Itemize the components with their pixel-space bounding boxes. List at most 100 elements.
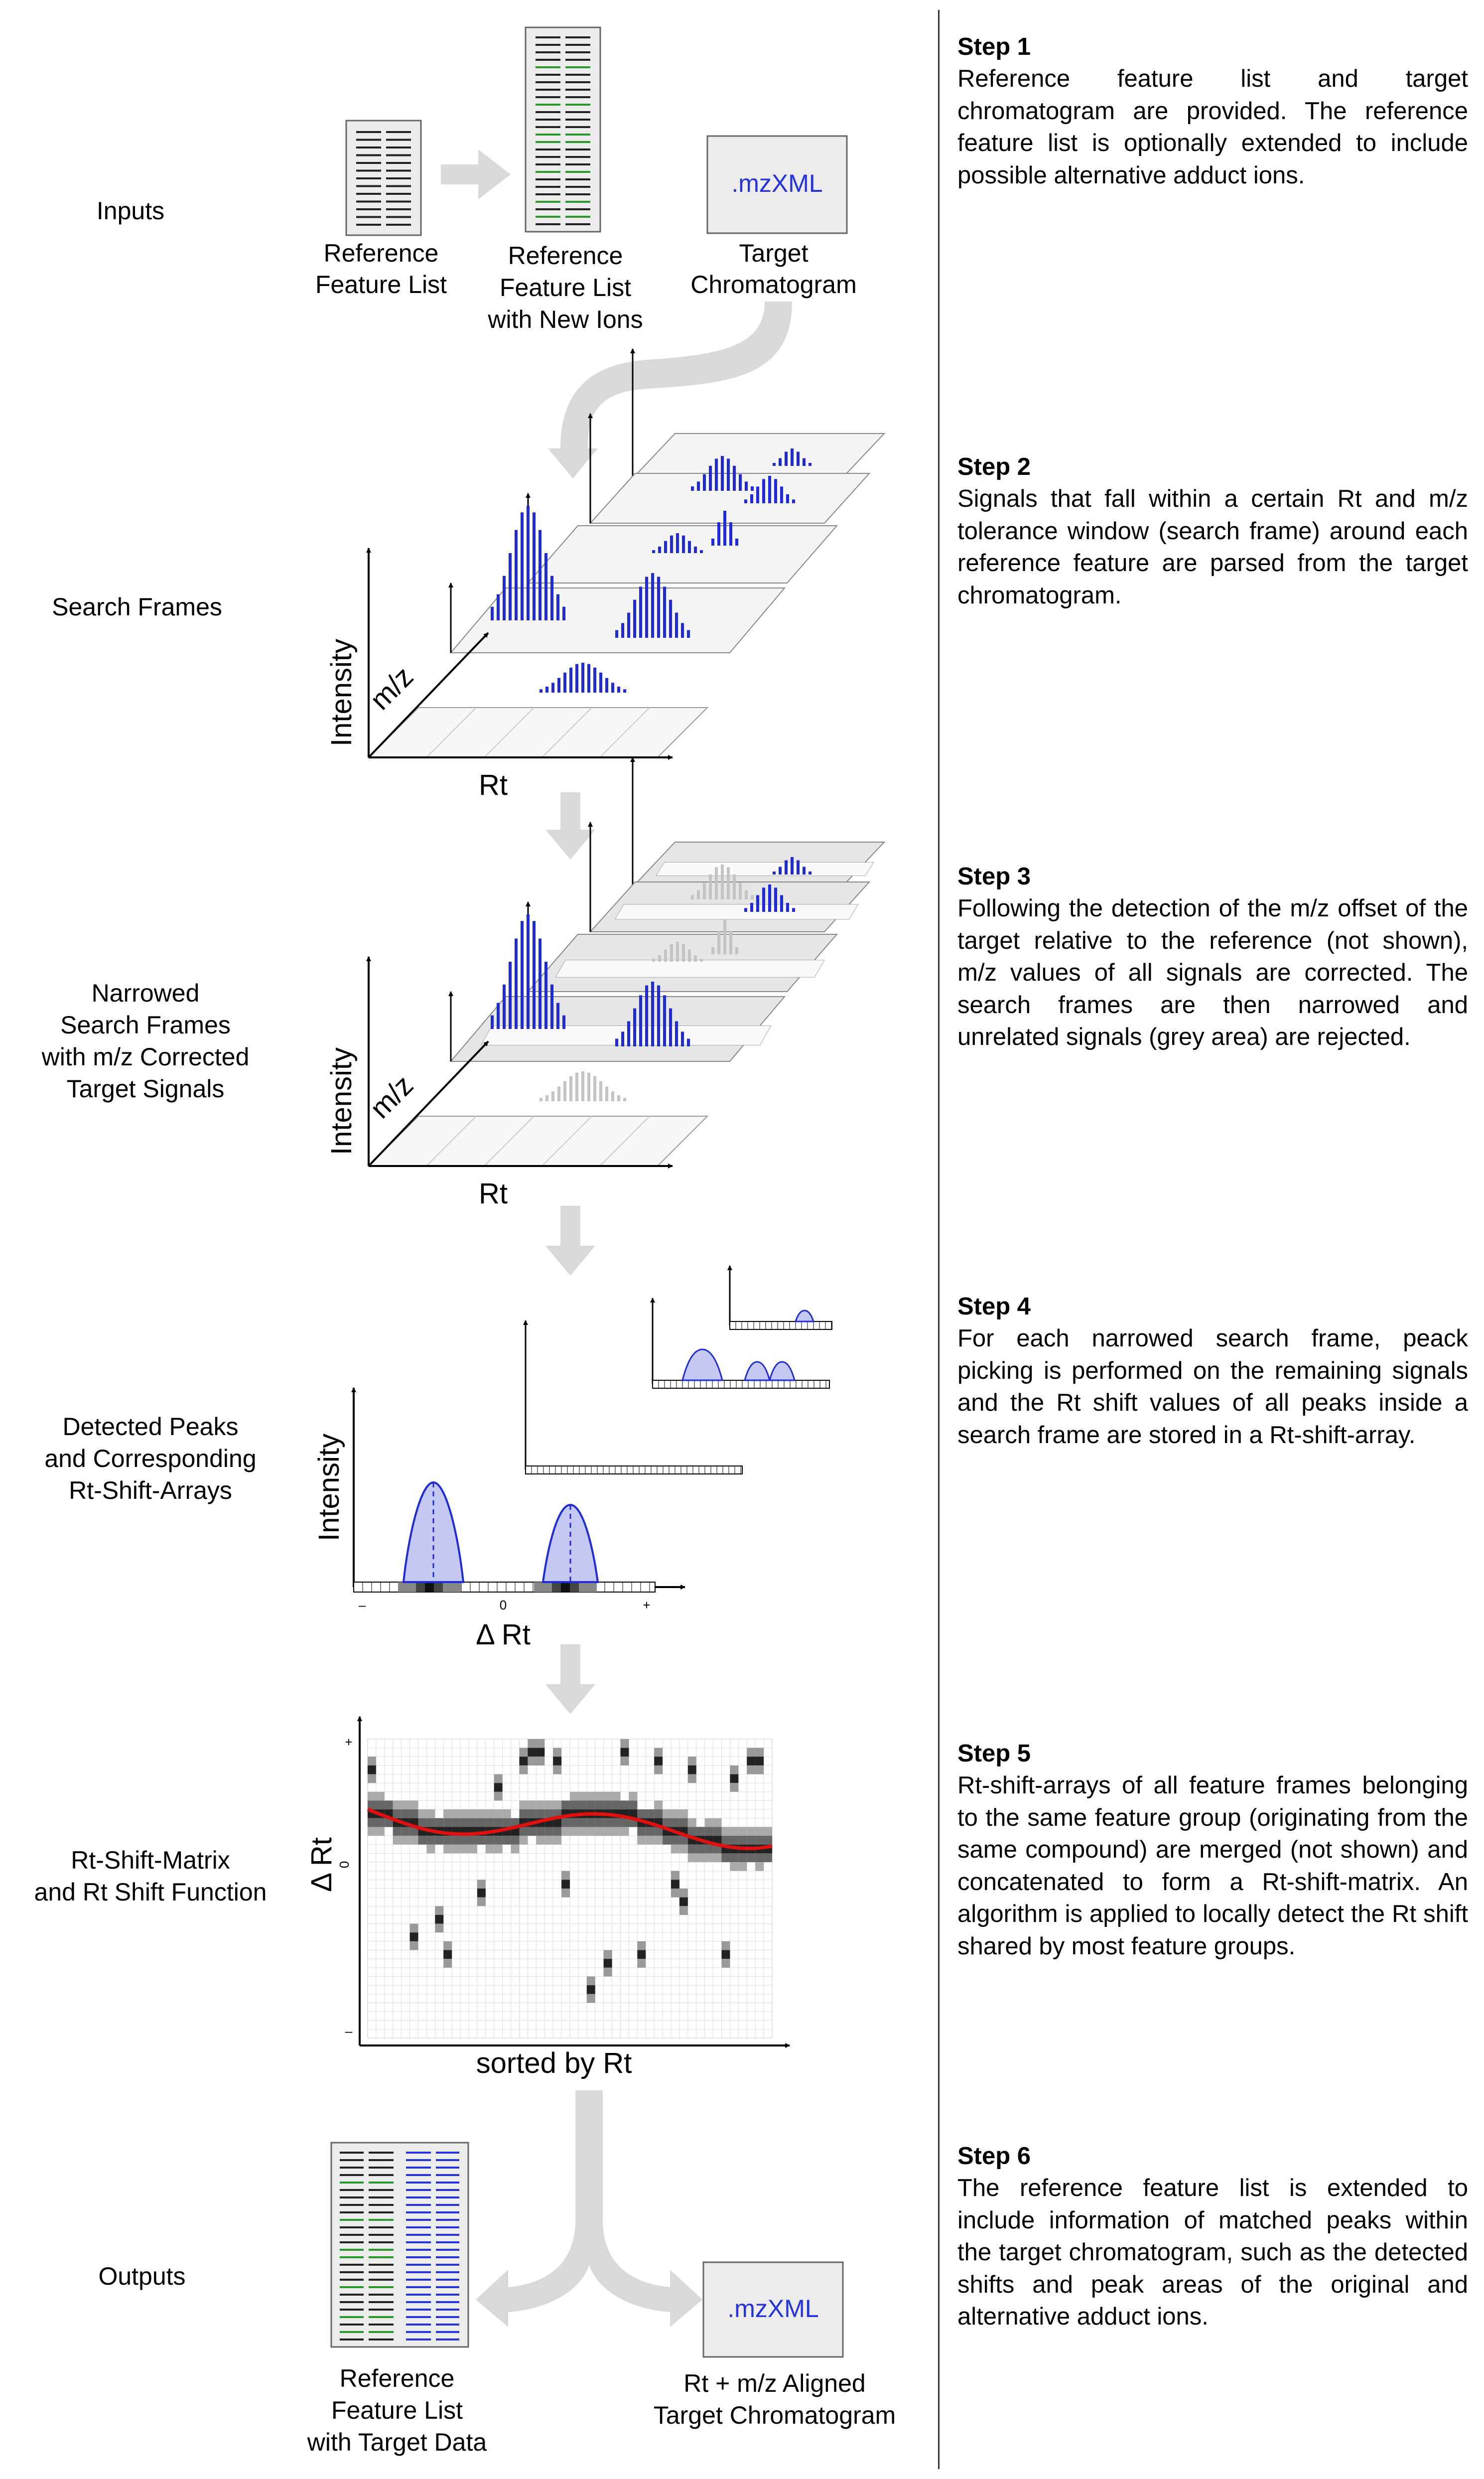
step-5: Step 5 Rt-shift-arrays of all feature fr… — [957, 1738, 1468, 1962]
matrix-hit — [721, 1853, 730, 1863]
matrix-hit — [679, 1844, 688, 1854]
matrix-hit — [426, 1844, 435, 1854]
matrix-hit — [586, 1976, 595, 1986]
step-1: Step 1 Reference feature list and target… — [957, 31, 1468, 191]
frame-plane — [631, 433, 886, 479]
matrix-hit — [502, 1836, 511, 1845]
matrix-hit — [368, 1756, 376, 1765]
array-hit — [407, 1582, 416, 1592]
array-hit — [425, 1582, 434, 1592]
matrix-hit — [536, 1739, 545, 1748]
shift-array — [525, 1465, 743, 1474]
matrix-hit — [384, 1800, 393, 1810]
array-hit — [570, 1582, 579, 1592]
matrix-hit — [409, 1941, 418, 1950]
flow-arrow-output-split — [476, 2090, 702, 2327]
matrix-hit — [704, 1844, 713, 1854]
matrix-hit — [553, 1765, 562, 1774]
matrix-hit — [721, 1827, 730, 1836]
matrix-hit — [376, 1827, 385, 1836]
matrix-hit — [721, 1836, 730, 1845]
matrix-hit — [528, 1739, 537, 1748]
array-hit — [561, 1582, 570, 1592]
matrix-hit — [452, 1844, 461, 1854]
matrix-hit — [687, 1756, 696, 1765]
matrix-hit — [502, 1809, 511, 1818]
matrix-hit — [586, 1791, 595, 1801]
matrix-hit — [713, 1827, 722, 1836]
matrix-hit — [730, 1836, 739, 1845]
matrix-hit — [401, 1836, 410, 1845]
matrix-hit — [443, 1950, 452, 1959]
matrix-hit — [477, 1836, 486, 1845]
matrix-hit — [654, 1827, 663, 1836]
matrix-hit — [747, 1836, 756, 1845]
matrix-hit — [368, 1827, 376, 1836]
stage-label-search: Search Frames — [52, 593, 222, 621]
matrix-y-label: Δ Rt — [305, 1837, 338, 1892]
array-hit — [452, 1582, 461, 1592]
matrix-hit — [536, 1836, 545, 1845]
shift-array — [729, 1321, 832, 1330]
matrix-hit — [586, 1985, 595, 1994]
matrix-hit — [469, 1818, 477, 1827]
matrix-hit — [536, 1748, 545, 1757]
flow-arrow-step5 — [545, 1644, 595, 1714]
matrix-hit — [620, 1800, 629, 1810]
shift-array — [652, 1380, 830, 1389]
matrix-hit — [730, 1862, 739, 1871]
step-5-text: Rt-shift-arrays of all feature frames be… — [957, 1772, 1468, 1960]
matrix-hit — [393, 1836, 402, 1845]
matrix-hit — [553, 1800, 562, 1810]
matrix-hit — [637, 1950, 646, 1959]
matrix-hit — [519, 1748, 528, 1757]
matrix-hit — [654, 1809, 663, 1818]
grid-line — [426, 707, 477, 758]
matrix-hit — [687, 1774, 696, 1783]
matrix-hit — [570, 1818, 578, 1827]
matrix-hit — [671, 1836, 679, 1845]
matrix-hit — [494, 1809, 503, 1818]
matrix-hit — [747, 1827, 756, 1836]
matrix-hit — [663, 1836, 671, 1845]
matrix-hit — [443, 1959, 452, 1968]
array-hit — [543, 1582, 552, 1592]
matrix-hit — [368, 1774, 376, 1783]
matrix-hit — [561, 1818, 570, 1827]
matrix-hit — [721, 1941, 730, 1950]
step-2: Step 2 Signals that fall within a certai… — [957, 451, 1468, 611]
matrix-hit — [561, 1871, 570, 1880]
matrix-hit — [561, 1827, 570, 1836]
matrix-hit — [679, 1889, 688, 1897]
grid-line — [426, 1116, 477, 1167]
matrix-tick-minus: – — [345, 2024, 353, 2039]
matrix-hit — [730, 1774, 739, 1783]
mzxml-label: .mzXML — [731, 169, 822, 197]
matrix-hit — [671, 1844, 679, 1854]
matrix-hit — [671, 1809, 679, 1818]
matrix-hit — [435, 1818, 444, 1827]
matrix-hit — [764, 1853, 772, 1863]
array-hit — [416, 1582, 425, 1592]
matrix-hit — [528, 1748, 537, 1757]
matrix-hit — [435, 1914, 444, 1924]
matrix-hit — [578, 1800, 587, 1810]
matrix-hit — [637, 1959, 646, 1968]
matrix-hit — [687, 1853, 696, 1863]
matrix-hit — [595, 1827, 604, 1836]
stage-label-inputs: Inputs — [97, 197, 164, 225]
array-hit — [534, 1582, 543, 1592]
matrix-hit — [409, 1923, 418, 1933]
matrix-hit — [747, 1853, 756, 1863]
step-6-text: The reference feature list is extended t… — [957, 2175, 1468, 2330]
matrix-hit — [494, 1774, 503, 1783]
matrix-hit — [536, 1756, 545, 1765]
matrix-hit — [511, 1836, 520, 1845]
matrix-hit — [544, 1809, 553, 1818]
matrix-hit — [730, 1783, 739, 1792]
step-3: Step 3 Following the detection of the m/… — [957, 861, 1468, 1053]
step-4-title: Step 4 — [957, 1293, 1031, 1320]
matrix-hit — [730, 1853, 739, 1863]
matrix-hit — [687, 1844, 696, 1854]
